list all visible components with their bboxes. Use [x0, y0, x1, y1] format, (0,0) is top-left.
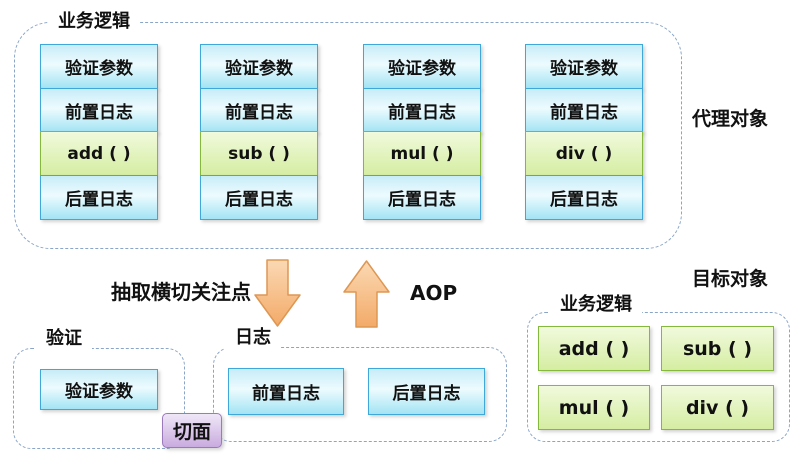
- pre-log-cell: 前置日志: [40, 87, 158, 133]
- add-method-cell: add ( ): [40, 131, 158, 176]
- div-method-cell: div ( ): [525, 131, 643, 176]
- target-object-label: 目标对象: [692, 268, 769, 290]
- pre-log-cell: 前置日志: [200, 87, 318, 133]
- pre-log-box: 前置日志: [228, 368, 344, 415]
- up-arrow-icon: [343, 260, 390, 328]
- logging-container: [213, 347, 507, 442]
- sub-method-cell: sub ( ): [200, 131, 318, 176]
- proxy-container-label: 业务逻辑: [48, 12, 140, 32]
- post-log-cell: 后置日志: [525, 174, 643, 220]
- target-container-label: 业务逻辑: [550, 295, 642, 319]
- extract-crosscut-label: 抽取横切关注点: [111, 280, 251, 304]
- proxy-column-add: 验证参数 前置日志 add ( ) 后置日志: [40, 44, 158, 220]
- post-log-cell: 后置日志: [363, 174, 481, 220]
- logging-container-label: 日志: [225, 328, 281, 353]
- post-log-box: 后置日志: [368, 368, 485, 415]
- validate-params-cell: 验证参数: [40, 44, 158, 89]
- proxy-object-label: 代理对象: [692, 108, 769, 130]
- target-container: [527, 312, 790, 442]
- down-arrow-icon: [254, 259, 301, 327]
- aspect-badge: 切面: [162, 413, 222, 448]
- proxy-column-div: 验证参数 前置日志 div ( ) 后置日志: [525, 44, 643, 220]
- div-method-box: div ( ): [661, 385, 774, 430]
- mul-method-box: mul ( ): [538, 385, 650, 430]
- post-log-cell: 后置日志: [40, 174, 158, 220]
- validate-params-cell: 验证参数: [525, 44, 643, 89]
- aop-label: AOP: [410, 281, 458, 305]
- validation-container: [13, 348, 185, 449]
- validate-params-cell: 验证参数: [363, 44, 481, 89]
- pre-log-cell: 前置日志: [525, 87, 643, 133]
- validate-params-box: 验证参数: [40, 369, 158, 410]
- proxy-container: [14, 22, 682, 249]
- proxy-column-mul: 验证参数 前置日志 mul ( ) 后置日志: [363, 44, 481, 220]
- pre-log-cell: 前置日志: [363, 87, 481, 133]
- validate-params-cell: 验证参数: [200, 44, 318, 89]
- mul-method-cell: mul ( ): [363, 131, 481, 176]
- sub-method-box: sub ( ): [661, 326, 774, 371]
- post-log-cell: 后置日志: [200, 174, 318, 220]
- validation-container-label: 验证: [36, 329, 92, 353]
- add-method-box: add ( ): [538, 326, 650, 371]
- proxy-column-sub: 验证参数 前置日志 sub ( ) 后置日志: [200, 44, 318, 220]
